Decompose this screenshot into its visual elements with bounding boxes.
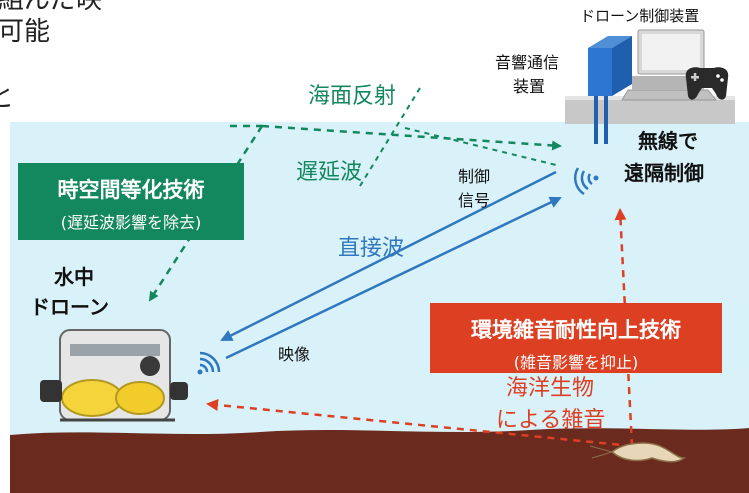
- cropped-text-line2: 可能: [0, 17, 51, 47]
- wireless-icon-station: [573, 167, 599, 196]
- seabed: [10, 428, 749, 493]
- laptop-icon: [621, 29, 718, 101]
- surface-reflection-label: 海面反射: [308, 84, 397, 109]
- noise-tolerance-subtitle: (雑音影響を抑止): [513, 353, 639, 372]
- spatiotemporal-equalization-subtitle: (遅延波影響を除去): [60, 213, 202, 232]
- delayed-wave-label: 遅延波: [296, 160, 363, 185]
- game-controller-icon: [685, 67, 729, 100]
- direct-wave-arrows: [220, 170, 562, 360]
- wireless-icon-drone: [197, 351, 221, 375]
- cropped-text-line3: と: [0, 83, 15, 113]
- cropped-text-line1: 組んだ映: [0, 0, 103, 15]
- wireless-control-label-line2: 遠隔制御: [624, 161, 704, 185]
- wireless-control-label-line1: 無線で: [638, 129, 698, 153]
- video-label: 映像: [278, 345, 311, 364]
- noise-tolerance-title: 環境雑音耐性向上技術: [471, 318, 681, 342]
- control-signal-label-line1: 制御: [458, 167, 491, 186]
- shrimp-image: [589, 442, 687, 463]
- delayed-wave-path: [359, 87, 561, 187]
- acoustic-device-label-line1: 音響通信: [495, 53, 560, 72]
- marine-noise-label-line1: 海洋生物: [506, 376, 595, 401]
- spatiotemporal-equalization-title: 時空間等化技術: [57, 178, 205, 202]
- surface-reflection-path: [148, 124, 562, 302]
- acoustic-device: [588, 36, 632, 144]
- underwater-drone-label-line1: 水中: [54, 265, 94, 289]
- control-signal-label-line2: 信号: [458, 191, 491, 210]
- underwater-drone-label-line2: ドローン: [30, 295, 109, 319]
- spatiotemporal-equalization-box: 時空間等化技術 (遅延波影響を除去): [18, 163, 244, 240]
- control-device-label: ドローン制御装置: [580, 7, 700, 25]
- direct-wave-label: 直接波: [338, 236, 405, 261]
- underwater-drone-image: [40, 329, 188, 422]
- acoustic-device-label-line2: 装置: [513, 77, 546, 96]
- noise-tolerance-box: 環境雑音耐性向上技術 (雑音影響を抑止): [430, 303, 722, 373]
- dock-platform: [565, 96, 735, 124]
- marine-noise-label-line2: による雑音: [496, 408, 606, 433]
